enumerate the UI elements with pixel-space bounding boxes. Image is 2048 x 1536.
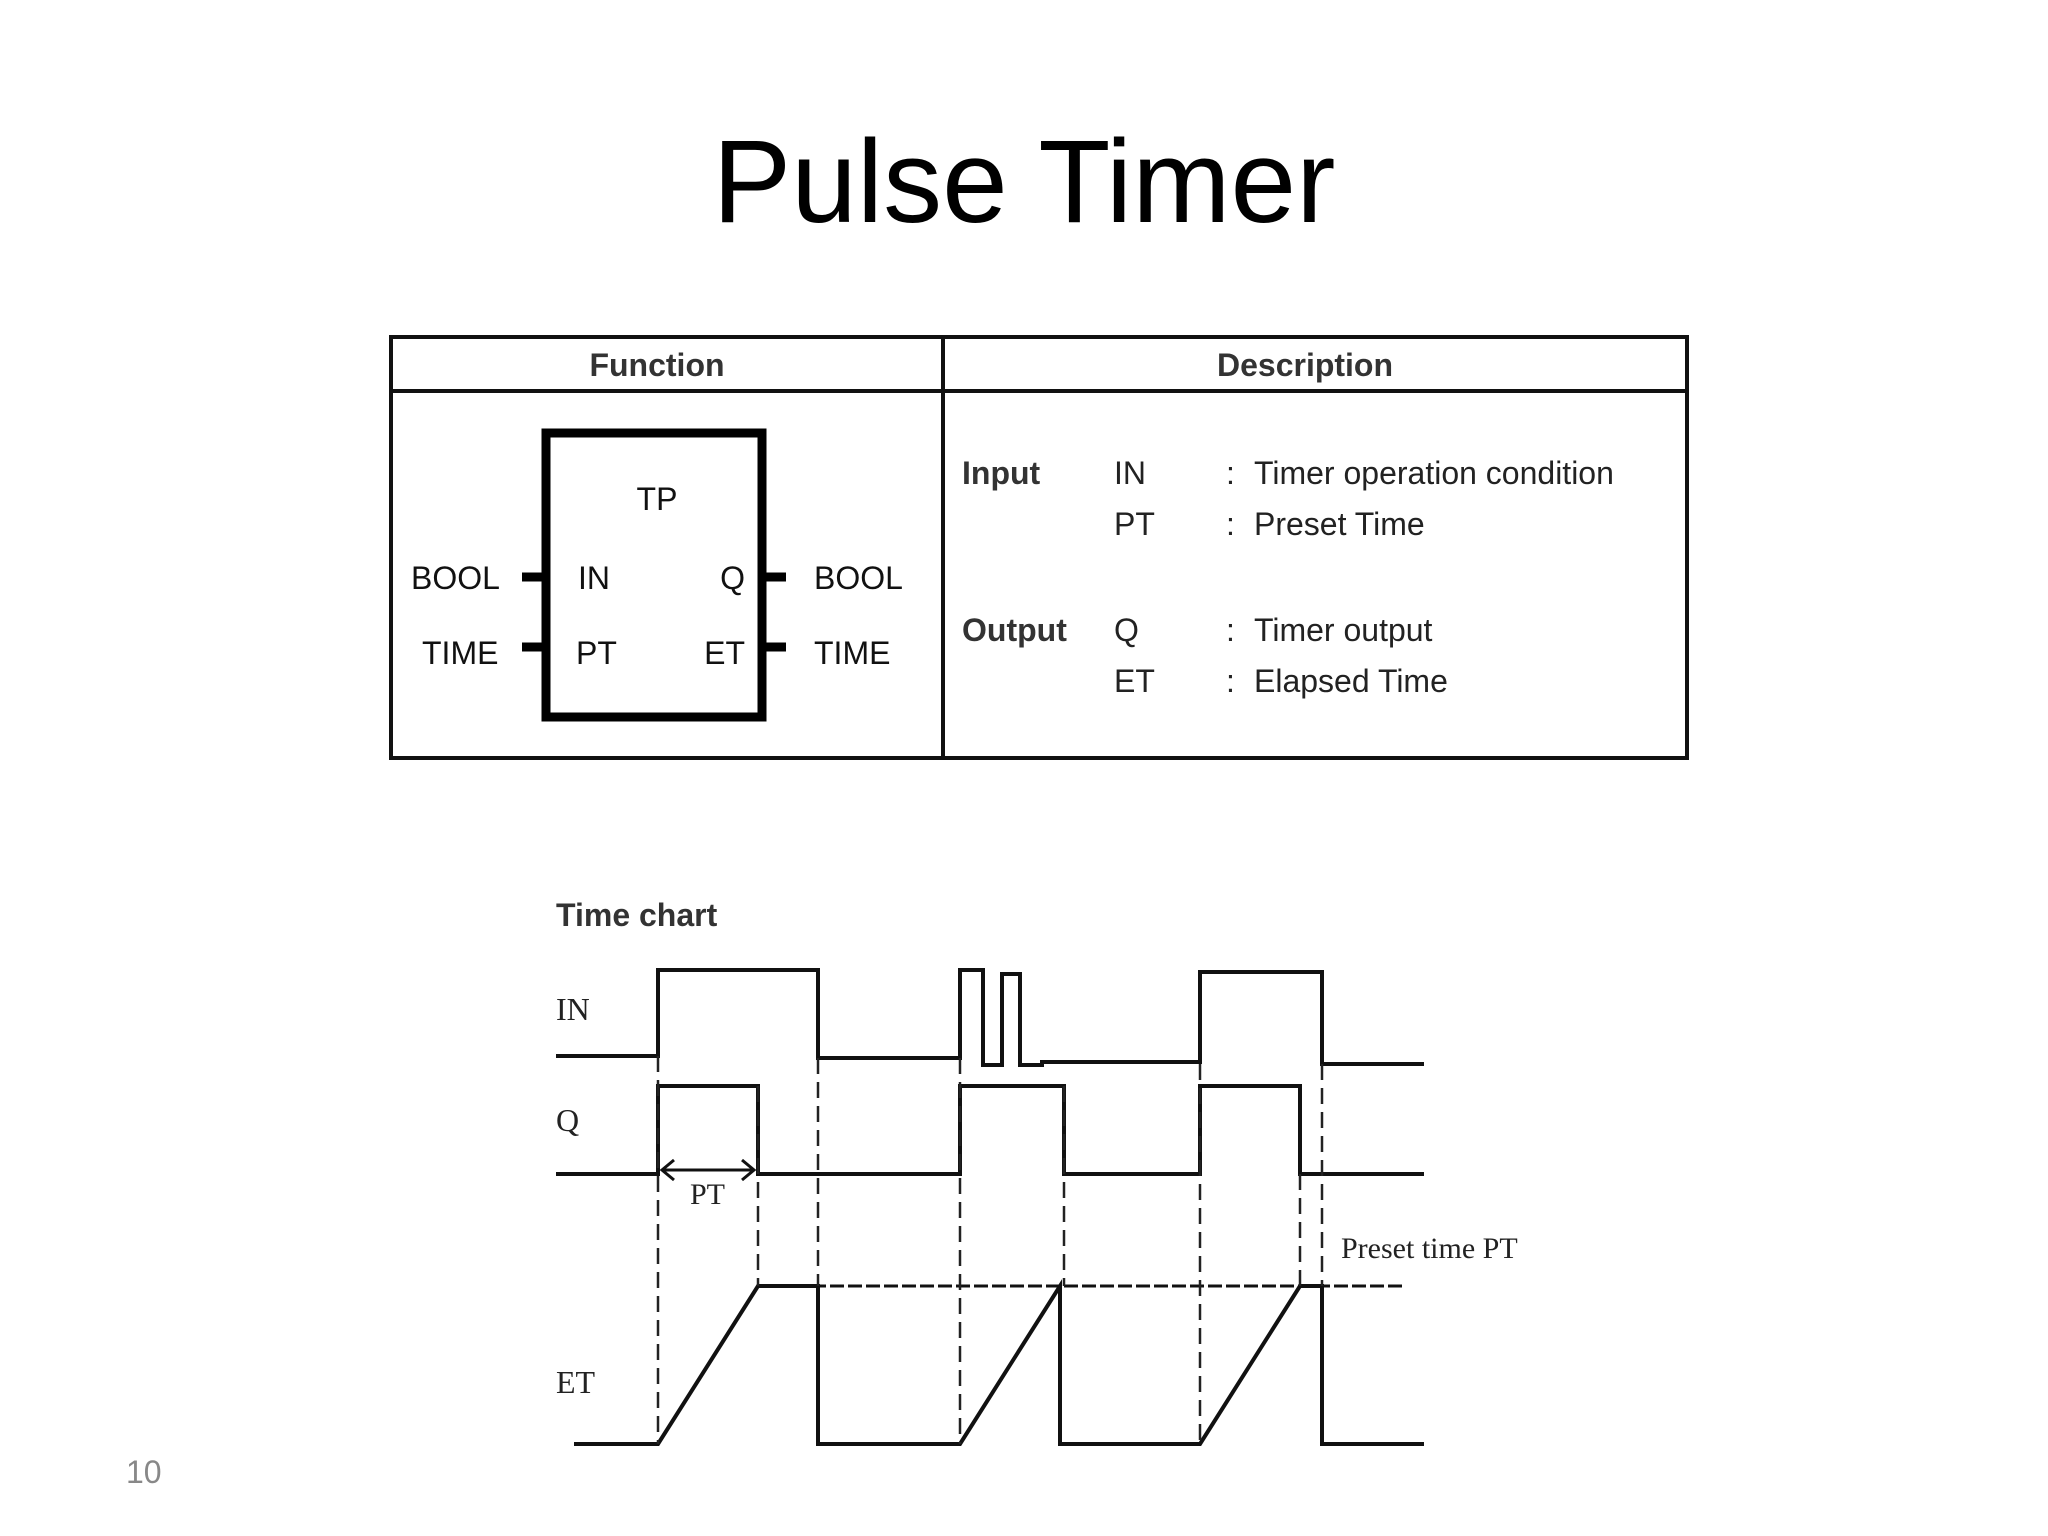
- desc-pt-sep: :: [1226, 506, 1235, 542]
- desc-et-pin: ET: [1114, 663, 1155, 699]
- input-type-bool: BOOL: [411, 560, 500, 596]
- desc-in-pin: IN: [1114, 455, 1146, 491]
- desc-pt-text: Preset Time: [1254, 506, 1425, 542]
- desc-q-pin: Q: [1114, 612, 1139, 648]
- slide-title: Pulse Timer: [712, 116, 1336, 248]
- output-type-bool: BOOL: [814, 560, 903, 596]
- time-chart-title: Time chart: [556, 897, 718, 933]
- desc-in-text: Timer operation condition: [1254, 455, 1614, 491]
- block-name: TP: [637, 481, 678, 517]
- table-border: [389, 335, 1689, 760]
- signal-label-q: Q: [556, 1102, 579, 1138]
- page-number: 10: [126, 1454, 162, 1490]
- desc-q-text: Timer output: [1254, 612, 1433, 648]
- desc-et-sep: :: [1226, 663, 1235, 699]
- waveform-in-b: [1112, 970, 1424, 1066]
- input-label: Input: [962, 455, 1041, 491]
- output-label: Output: [962, 612, 1067, 648]
- description-block: Input IN : Timer operation condition PT …: [962, 455, 1614, 699]
- signal-label-et: ET: [556, 1364, 596, 1400]
- tp-function-block: TP BOOL TIME IN PT Q ET BOOL TIME: [411, 428, 903, 722]
- pin-q-label: Q: [720, 560, 745, 596]
- header-function: Function: [589, 347, 724, 383]
- desc-et-text: Elapsed Time: [1254, 663, 1448, 699]
- pin-in-label: IN: [578, 560, 610, 596]
- pin-et-label: ET: [704, 635, 745, 671]
- waveform-q: [556, 1084, 1424, 1176]
- time-chart: Time chart IN Q ET PT Preset time PT: [556, 897, 1518, 1446]
- pt-label: PT: [690, 1178, 725, 1211]
- pt-interval-arrow: [659, 1158, 757, 1182]
- signal-label-in: IN: [556, 991, 590, 1027]
- waveform-in-a: [556, 968, 1112, 1067]
- desc-in-sep: :: [1226, 455, 1235, 491]
- desc-q-sep: :: [1226, 612, 1235, 648]
- output-type-time: TIME: [814, 635, 890, 671]
- input-type-time: TIME: [422, 635, 498, 671]
- pin-pt-label: PT: [576, 635, 617, 671]
- function-table: Function Description TP BOOL TIME IN PT …: [389, 335, 1689, 760]
- waveform-et: [574, 1279, 1424, 1446]
- preset-time-label: Preset time PT: [1341, 1232, 1518, 1265]
- desc-pt-pin: PT: [1114, 506, 1155, 542]
- time-guides: [656, 1056, 1324, 1444]
- header-description: Description: [1217, 347, 1393, 383]
